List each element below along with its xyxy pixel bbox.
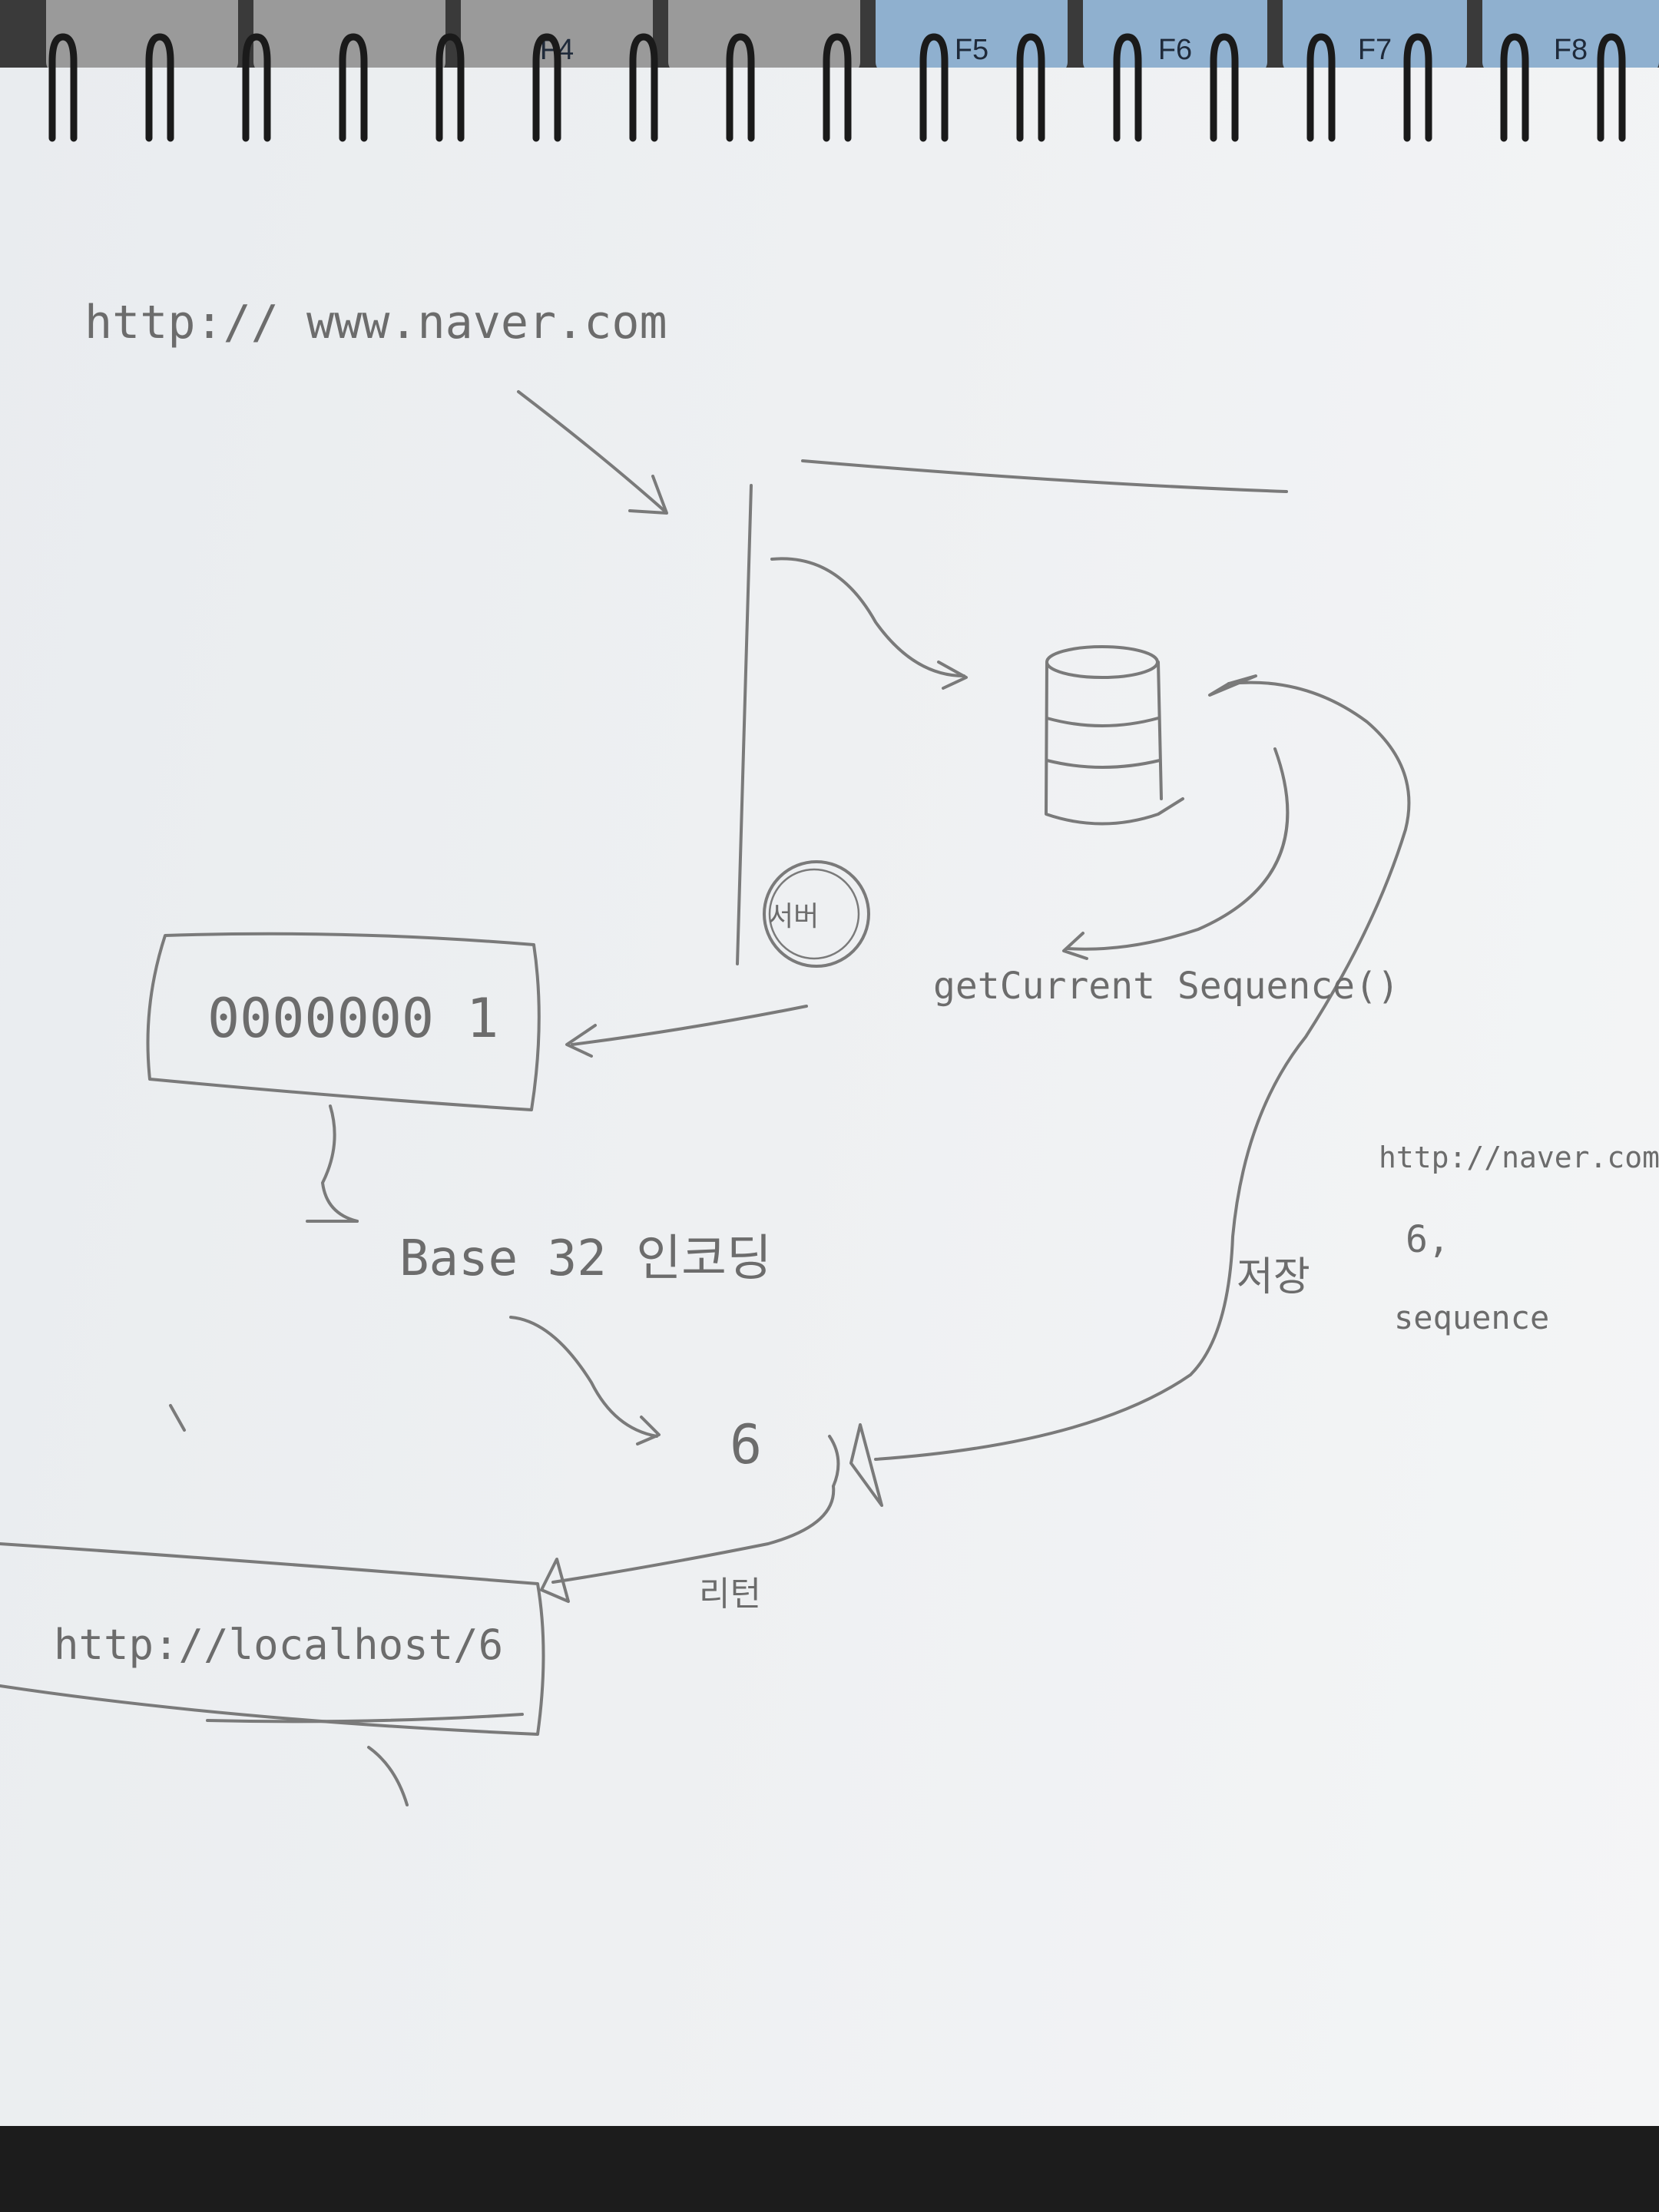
spiral-ring [1210,33,1239,142]
database-icon [1045,645,1184,826]
arrowhead [1208,674,1257,697]
keyboard-key [46,0,238,73]
desk-surface [0,2126,1659,2212]
spiral-ring [1500,33,1529,142]
arrowhead [540,1558,570,1603]
spiral-ring [339,33,368,142]
return-arrow [551,1485,836,1584]
arrowhead [849,1423,883,1507]
arrowhead [636,1416,661,1445]
arrowhead [628,475,668,515]
saved-record-sequence: sequence [1394,1299,1549,1336]
output-url-text: http://localhost/6 [54,1621,503,1669]
arrow-to-database [770,557,965,677]
arrow-to-result [509,1316,658,1438]
arrowhead [937,661,968,690]
spiral-ring [1113,33,1142,142]
spiral-ring [1016,33,1045,142]
spiral-ring [242,33,271,142]
spiral-ring [823,33,852,142]
spiral-ring [1597,33,1626,142]
key-label: F6 [1157,34,1193,66]
spiral-ring [1306,33,1336,142]
server-stamp-circle [763,860,870,968]
spiral-ring [48,33,78,142]
spiral-binding [0,31,1659,154]
sequence-value-text: 0000000 1 [207,987,498,1050]
arrowhead [1062,932,1088,960]
saved-record-note: http://naver.com 6, sequence [1379,1141,1659,1336]
server-boundary-top [801,459,1288,493]
input-url-text: http:// www.naver.com [84,296,667,349]
saved-record-code: 6, [1406,1218,1450,1261]
key-label: F5 [954,34,989,66]
output-url-box [0,1542,545,1736]
spiral-ring [726,33,755,142]
spiral-ring [532,33,561,142]
sequence-box [146,932,541,1111]
saved-record-url: http://naver.com [1379,1141,1659,1174]
spiral-ring [145,33,174,142]
spiral-ring [1403,33,1432,142]
arrow-get-sequence [1066,747,1290,951]
method-call-text: getCurrent Sequence() [933,965,1399,1008]
server-stamp-label: 서버 [768,901,819,932]
save-loop-arrow [874,680,1411,1461]
arrow-to-base32 [321,1104,359,1223]
encoded-result-text: 6 [730,1413,762,1476]
arrow-url-to-server [517,390,666,512]
arrowhead [565,1024,597,1058]
spiral-ring [919,33,949,142]
spiral-ring [435,33,465,142]
keyboard-background: F4 F5 F6 F7 F8 [0,0,1659,84]
key-label: F8 [1553,34,1588,66]
save-label-text: 저장 [1237,1254,1310,1300]
key-label: F7 [1357,34,1392,66]
server-boundary-left [736,484,753,965]
arrow-to-sequence [571,1005,808,1046]
notebook-page [0,68,1659,2126]
return-label-text: 리턴 [699,1575,761,1614]
spiral-ring [629,33,658,142]
encode-label-text: Base 32 인코딩 [399,1230,772,1287]
